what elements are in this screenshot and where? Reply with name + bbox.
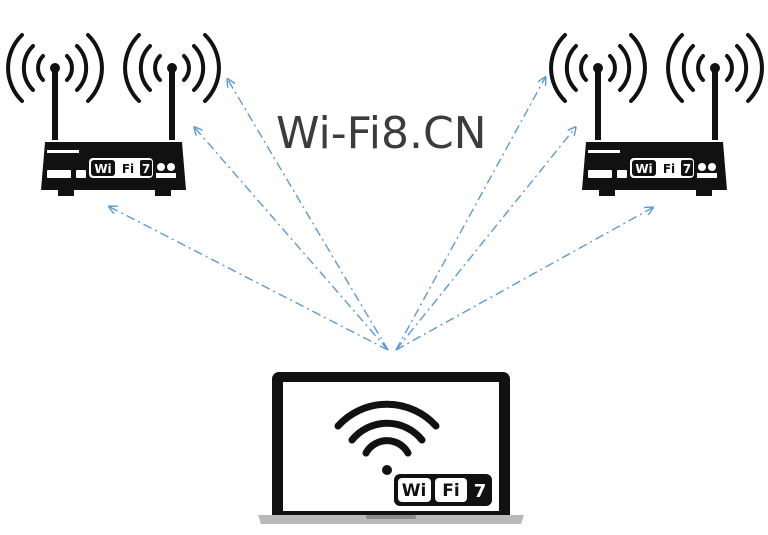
laptop-wifi7-badge: Wi Fi 7 xyxy=(394,474,492,506)
antenna-left-a xyxy=(6,33,104,140)
arrow-left-1 xyxy=(228,80,389,351)
router-left-badge-wi: Wi xyxy=(94,162,111,176)
router-left: Wi Fi 7 xyxy=(6,33,221,196)
router-right: Wi Fi 7 xyxy=(549,33,764,196)
router-left-badge-7: 7 xyxy=(142,162,150,176)
router-left-badge-fi: Fi xyxy=(122,162,134,176)
laptop-notch xyxy=(366,515,416,519)
laptop-badge-fi: Fi xyxy=(442,481,459,501)
router-right-badge-7: 7 xyxy=(683,162,691,176)
laptop-badge-wi: Wi xyxy=(402,481,427,501)
router-right-badge-fi: Fi xyxy=(663,162,675,176)
laptop-base xyxy=(258,515,524,524)
signal-arrows xyxy=(110,78,652,351)
laptop-badge-7: 7 xyxy=(474,481,487,502)
arrow-right-3 xyxy=(395,208,652,351)
arrow-left-3 xyxy=(110,207,389,351)
antenna-left-b xyxy=(123,33,221,140)
arrow-right-1 xyxy=(395,78,545,351)
arrow-left-2 xyxy=(195,128,389,351)
antenna-right-b xyxy=(666,33,764,140)
page-title: Wi-Fi8.CN xyxy=(276,108,487,159)
arrow-right-2 xyxy=(395,128,575,351)
antenna-right-a xyxy=(549,33,647,140)
wifi-icon xyxy=(334,400,440,475)
router-right-badge-wi: Wi xyxy=(635,162,652,176)
laptop: Wi Fi 7 xyxy=(258,372,524,524)
